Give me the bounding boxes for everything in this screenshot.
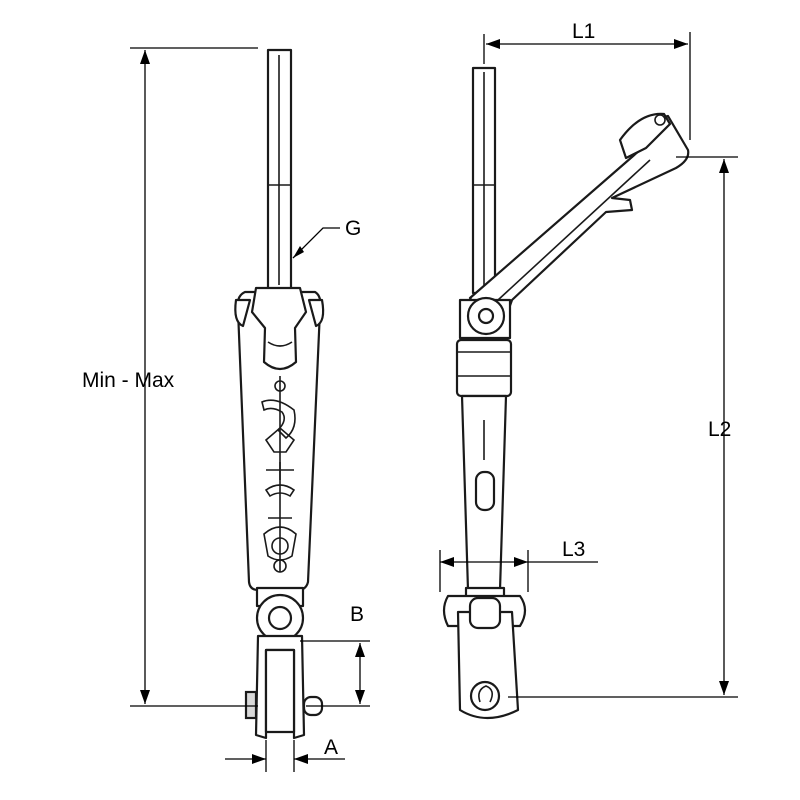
dimension-lines [130,32,738,772]
label-g: G [345,217,361,240]
label-l3: L3 [562,538,585,561]
side-collar [455,338,513,398]
label-a: A [324,736,338,759]
label-min-max: Min - Max [82,369,175,392]
front-view [234,48,325,740]
side-lever-arm [468,114,690,332]
label-b: B [350,603,364,626]
label-l1: L1 [572,20,595,43]
front-head-cap [250,286,308,371]
label-l2: L2 [708,418,731,441]
side-view [442,66,690,720]
